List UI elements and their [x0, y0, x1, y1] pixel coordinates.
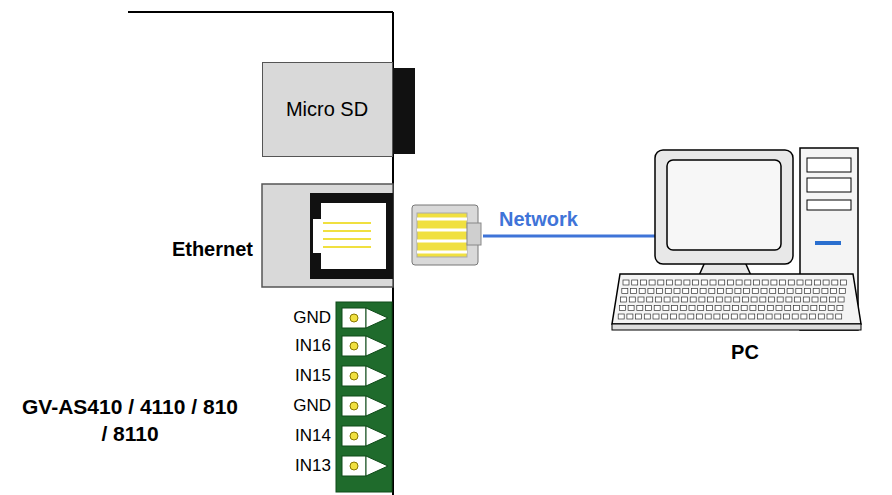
terminal-wedge	[366, 366, 388, 386]
terminal-slot	[342, 396, 366, 416]
edge-label: Network	[499, 208, 578, 231]
terminal-screw	[350, 342, 358, 350]
pin-label: IN15	[295, 366, 331, 386]
terminal-screw	[350, 432, 358, 440]
node-label: Ethernet	[172, 238, 253, 261]
pin-label: GND	[293, 396, 331, 416]
pc-computer: PC	[655, 146, 860, 376]
node-label: Micro SD	[286, 98, 368, 121]
terminal-wedge	[366, 308, 388, 328]
terminal-slot	[342, 366, 366, 386]
terminal-slot	[342, 426, 366, 446]
pin-label: GND	[293, 308, 331, 328]
terminal-screw	[350, 372, 358, 380]
ethernet-illustration	[135, 183, 483, 289]
node-label: PC	[731, 341, 759, 364]
terminal-block	[336, 302, 392, 492]
terminal-screw	[350, 402, 358, 410]
terminal-screw	[350, 314, 358, 322]
network-cable	[483, 235, 655, 238]
terminal-screw	[350, 462, 358, 470]
terminal-slot	[342, 456, 366, 476]
pin-label: IN16	[295, 336, 331, 356]
ethernet-port: Ethernet	[135, 183, 483, 289]
terminal-slot	[342, 336, 366, 356]
terminal-wedge	[366, 456, 388, 476]
sd-slot	[393, 68, 415, 154]
housing-edge	[128, 11, 393, 13]
pin-label: IN14	[295, 426, 331, 446]
micro-sd-slot: Micro SD	[262, 62, 393, 157]
terminal-wedge	[366, 426, 388, 446]
pin-label: IN13	[295, 456, 331, 476]
terminal-wedge	[366, 336, 388, 356]
device-model-label: GV-AS410 / 4110 / 810 / 8110	[17, 393, 243, 448]
terminal-wedge	[366, 396, 388, 416]
terminal-slot	[342, 308, 366, 328]
